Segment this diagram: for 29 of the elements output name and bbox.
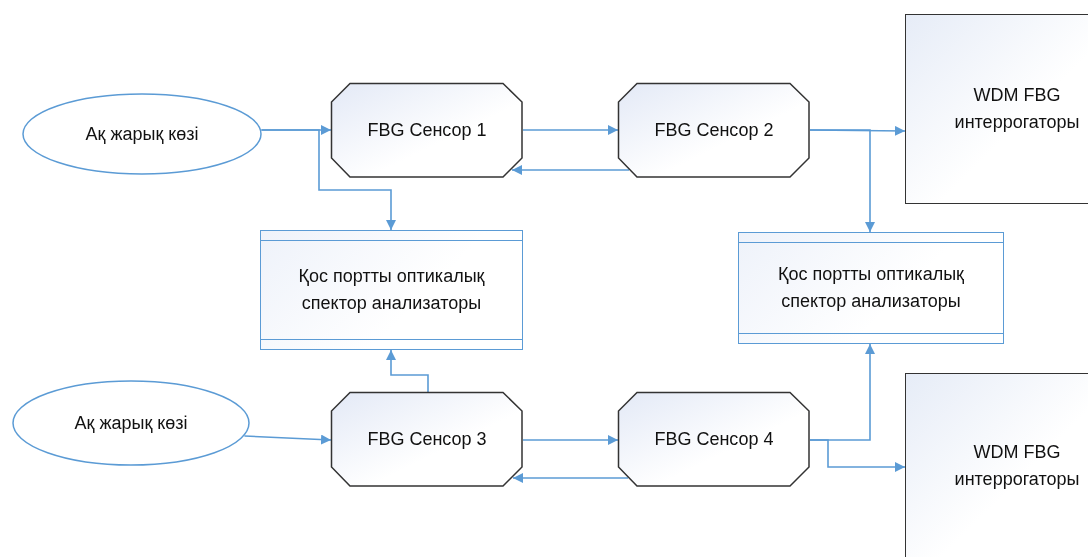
node-label: FBG Сенсор 3 (366, 428, 488, 451)
node-label: WDM FBG интеррогаторы (953, 440, 1081, 491)
analyzer-box (738, 232, 1004, 344)
interrogator-box (905, 14, 1088, 204)
sensor-octagon (618, 392, 810, 487)
node-label: FBG Сенсор 1 (366, 119, 488, 142)
light-source-ellipse (12, 380, 250, 466)
analyzer-box (260, 230, 523, 350)
node-label: Қос портты оптикалық спектор анализаторы (777, 263, 965, 313)
arrow (511, 165, 630, 175)
sensor-octagon (618, 83, 810, 178)
node-label: FBG Сенсор 2 (653, 119, 775, 142)
sensor-octagon (331, 83, 523, 178)
sensor-octagon (331, 392, 523, 487)
node-label: Қос портты оптикалық спектор анализаторы (297, 265, 486, 315)
arrow (809, 129, 875, 233)
arrow (522, 125, 619, 135)
arrow (512, 473, 629, 483)
arrow (243, 434, 332, 445)
arrow (260, 129, 396, 231)
node-label: FBG Сенсор 4 (653, 428, 775, 451)
arrow (522, 435, 619, 445)
node-label: Ақ жарық көзі (73, 411, 189, 435)
light-source-ellipse (22, 93, 262, 175)
node-label: Ақ жарық көзі (84, 122, 200, 146)
node-label: WDM FBG интеррогаторы (953, 84, 1081, 134)
arrow (386, 349, 429, 393)
interrogator-box (905, 373, 1088, 557)
arrow (809, 439, 906, 472)
